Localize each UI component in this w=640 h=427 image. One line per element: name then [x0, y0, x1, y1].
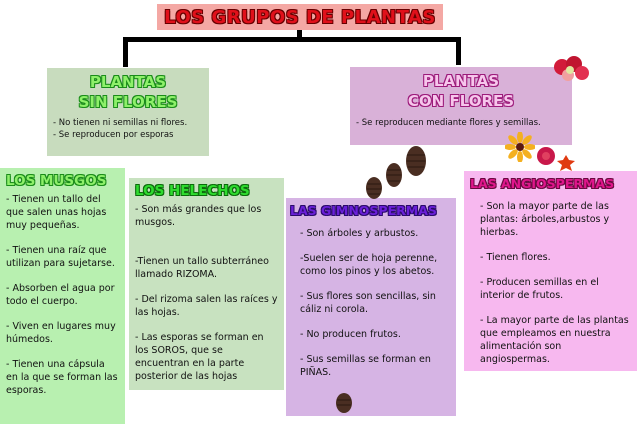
- diagram-title: LOS GRUPOS DE PLANTAS: [157, 4, 443, 30]
- gimnospermas-item: - No producen frutos.: [300, 329, 401, 340]
- con-flores-item: - Se reproducen mediante flores y semill…: [356, 118, 541, 128]
- helechos-item: - Las esporas se forman en los SOROS, qu…: [135, 332, 264, 382]
- angiospermas-item: - La mayor parte de las plantas que empl…: [480, 315, 629, 365]
- sin-flores-heading-1: PLANTAS: [89, 73, 167, 91]
- angiospermas-item: - Producen semillas en el interior de fr…: [480, 277, 599, 301]
- musgos-item: - Tienen una cápsula en la que se forman…: [6, 359, 118, 396]
- connector-stem: [297, 30, 302, 40]
- musgos-item: - Tienen una raíz que utilizan para suje…: [6, 245, 115, 269]
- pinecone-icon: [336, 393, 352, 413]
- sin-flores-item: - No tienen ni semillas ni flores.: [53, 118, 188, 128]
- angiospermas-item: - Son la mayor parte de las plantas: árb…: [480, 201, 610, 238]
- sin-flores-heading-2: SIN FLORES: [78, 93, 178, 111]
- pinecone-icon: [386, 163, 402, 187]
- musgos-item: - Viven en lugares muy húmedos.: [6, 321, 116, 345]
- pinecone-icon: [366, 177, 382, 199]
- connector-right-drop: [456, 37, 461, 65]
- musgos-heading: LOS MUSGOS: [6, 173, 107, 189]
- con-flores-heading-1: PLANTAS: [422, 72, 500, 90]
- gimnospermas-heading: LAS GIMNOSPERMAS: [290, 203, 437, 218]
- musgos-box: LOS MUSGOS - Tienen un tallo del que sal…: [0, 168, 125, 424]
- flower-icon: [505, 132, 535, 162]
- angiospermas-item: - Tienen flores.: [480, 252, 551, 263]
- angiospermas-box: LAS ANGIOSPERMAS - Son la mayor parte de…: [464, 171, 637, 371]
- helechos-box: LOS HELECHOS - Son más grandes que los m…: [129, 178, 284, 390]
- musgos-item: - Tienen un tallo del que salen unas hoj…: [6, 194, 107, 231]
- flower-icon: [537, 147, 555, 165]
- flower-icon: [557, 155, 575, 171]
- helechos-heading: LOS HELECHOS: [135, 183, 250, 199]
- helechos-item: -Tienen un tallo subterráneo llamado RIZ…: [135, 256, 269, 280]
- con-flores-heading-2: CON FLORES: [407, 92, 515, 110]
- angiospermas-heading: LAS ANGIOSPERMAS: [470, 176, 615, 191]
- flower-icon: [554, 56, 589, 81]
- gimnospermas-item: - Son árboles y arbustos.: [300, 228, 419, 239]
- gimnospermas-item: -Suelen ser de hoja perenne, como los pi…: [300, 253, 438, 277]
- helechos-item: - Del rizoma salen las raíces y las hoja…: [135, 294, 278, 318]
- plantas-con-flores-box: PLANTAS CON FLORES - Se reproducen media…: [350, 67, 572, 145]
- plantas-sin-flores-box: PLANTAS SIN FLORES - No tienen ni semill…: [47, 68, 209, 156]
- gimnospermas-item: - Sus semillas se forman en PIÑAS.: [300, 354, 431, 378]
- connector-horizontal: [123, 37, 461, 42]
- sin-flores-item: - Se reproducen por esporas: [53, 130, 174, 140]
- connector-left-drop: [123, 37, 128, 67]
- helechos-item: - Son más grandes que los musgos.: [135, 204, 262, 228]
- musgos-item: - Absorben el agua por todo el cuerpo.: [6, 283, 115, 307]
- gimnospermas-box: LAS GIMNOSPERMAS - Son árboles y arbusto…: [286, 198, 456, 416]
- pinecone-icon: [406, 146, 426, 176]
- gimnospermas-item: - Sus flores son sencillas, sin cáliz ni…: [300, 291, 436, 315]
